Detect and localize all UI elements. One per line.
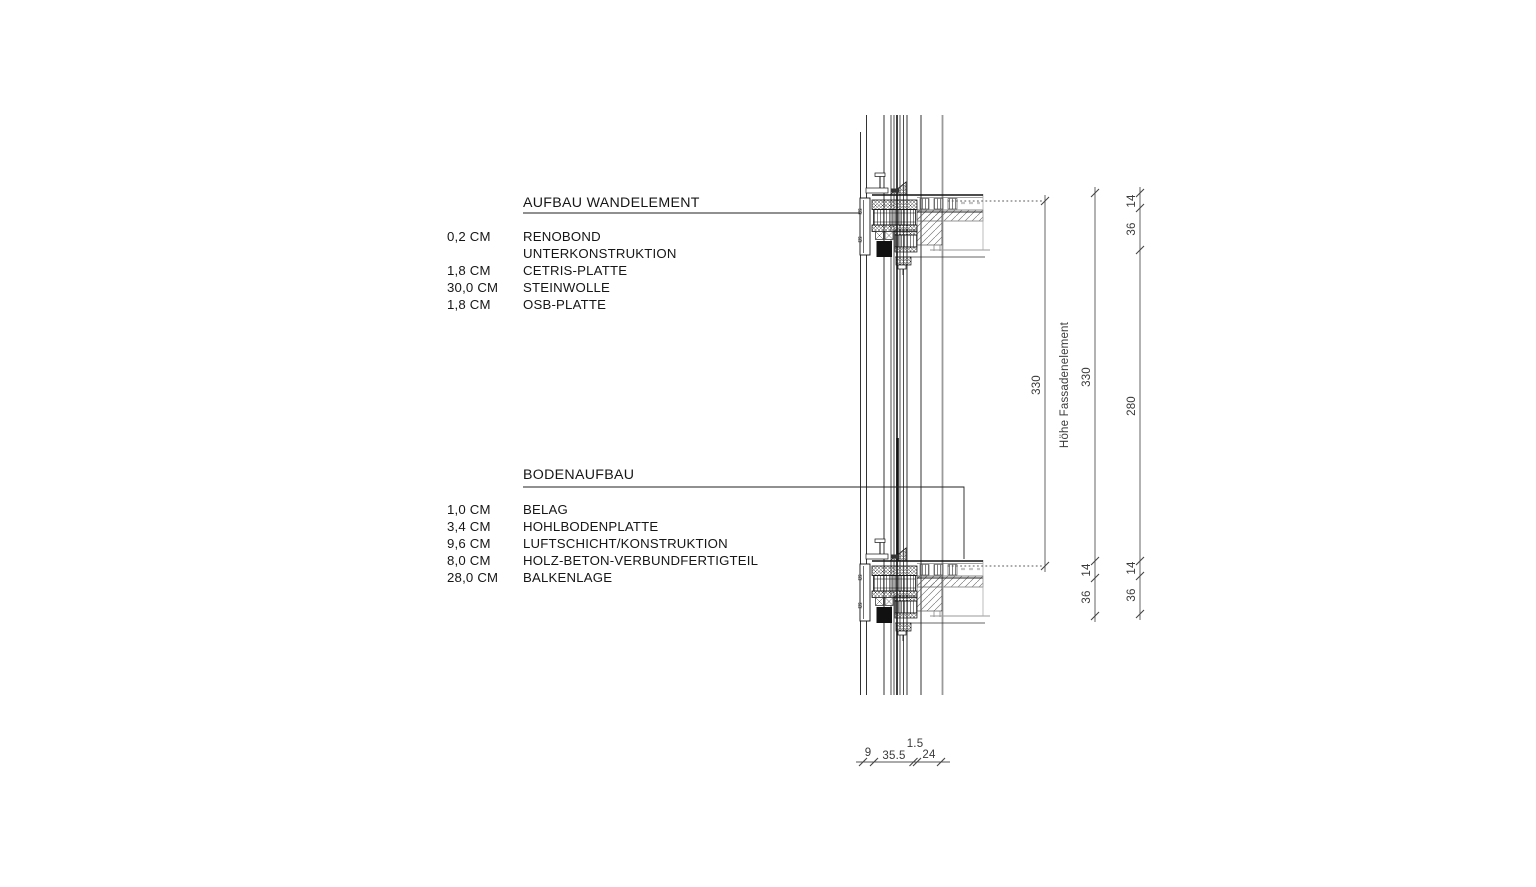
lower-junction-detail: [857, 537, 992, 643]
layer-row: 9,6 CM LUFTSCHICHT/KONSTRUKTION: [447, 535, 758, 552]
floor-buildup-title: BODENAUFBAU: [523, 467, 635, 483]
dim-inner-36: 36: [1081, 590, 1093, 603]
layer-row: 1,8 CM OSB-PLATTE: [447, 296, 677, 313]
layer-name: OSB-PLATTE: [523, 297, 607, 312]
dim-outer-bottom-36: 36: [1126, 588, 1138, 601]
layer-row: 1,0 CM BELAG: [447, 501, 758, 518]
layer-row: 0,2 CM RENOBOND: [447, 228, 677, 245]
dim-outer-top-14: 14: [1126, 194, 1138, 208]
layer-name: HOLZ-BETON-VERBUNDFERTIGTEIL: [523, 553, 759, 568]
dim-chain-outer: 14 36 280 14 36: [1126, 187, 1145, 620]
dim-chain-inner: 330 14 36: [1081, 187, 1100, 622]
layer-size: 1,8 CM: [447, 263, 491, 278]
layer-size: 1,0 CM: [447, 502, 491, 517]
layer-size: 28,0 CM: [447, 570, 499, 585]
layer-size: 3,4 CM: [447, 519, 491, 534]
layer-row: UNTERKONSTRUKTION: [447, 245, 677, 262]
layer-name: STEINWOLLE: [523, 280, 611, 295]
layer-size: 0,2 CM: [447, 229, 491, 244]
layer-name: CETRIS-PLATTE: [523, 263, 628, 278]
dim-inner-14: 14: [1081, 563, 1093, 577]
floor-title-leader: [523, 486, 965, 559]
dim-chain-facade-height: 330 Höhe Fassadenelement: [1031, 195, 1071, 572]
layer-name: HOHLBODENPLATTE: [523, 519, 659, 534]
layer-name: BELAG: [523, 502, 568, 517]
layer-size: 30,0 CM: [447, 280, 499, 295]
leader-lines: [523, 200, 1043, 567]
layer-row: 3,4 CM HOHLBODENPLATTE: [447, 518, 758, 535]
wall-buildup-title: AUFBAU WANDELEMENT: [523, 195, 700, 211]
dim-chain-bottom: 9 35.5 1.5 24: [856, 738, 950, 767]
dim-bottom-9: 9: [865, 747, 872, 759]
layer-row: 30,0 CM STEINWOLLE: [447, 279, 677, 296]
layer-row: 28,0 CM BALKENLAGE: [447, 569, 758, 586]
dim-bottom-355: 35.5: [882, 750, 905, 762]
layer-name: BALKENLAGE: [523, 570, 613, 585]
dim-bottom-15: 1.5: [907, 738, 924, 750]
layer-size: 8,0 CM: [447, 553, 491, 568]
dim-outer-280: 280: [1126, 396, 1138, 416]
dim-facade-height-label: Höhe Fassadenelement: [1059, 321, 1071, 448]
layer-size: 9,6 CM: [447, 536, 491, 551]
dim-bottom-24: 24: [922, 749, 936, 761]
layer-name: LUFTSCHICHT/KONSTRUKTION: [523, 536, 728, 551]
layer-row: 8,0 CM HOLZ-BETON-VERBUNDFERTIGTEIL: [447, 552, 758, 569]
dim-outer-bottom-14: 14: [1126, 561, 1138, 575]
upper-junction-detail: [857, 171, 992, 277]
dim-outer-top-36: 36: [1126, 222, 1138, 235]
dim-inner-330: 330: [1081, 367, 1093, 387]
layer-name: UNTERKONSTRUKTION: [523, 246, 677, 261]
layer-name: RENOBOND: [523, 229, 601, 244]
layer-size: 1,8 CM: [447, 297, 491, 312]
layer-row: 1,8 CM CETRIS-PLATTE: [447, 262, 677, 279]
dim-facade-height-value: 330: [1031, 375, 1043, 395]
